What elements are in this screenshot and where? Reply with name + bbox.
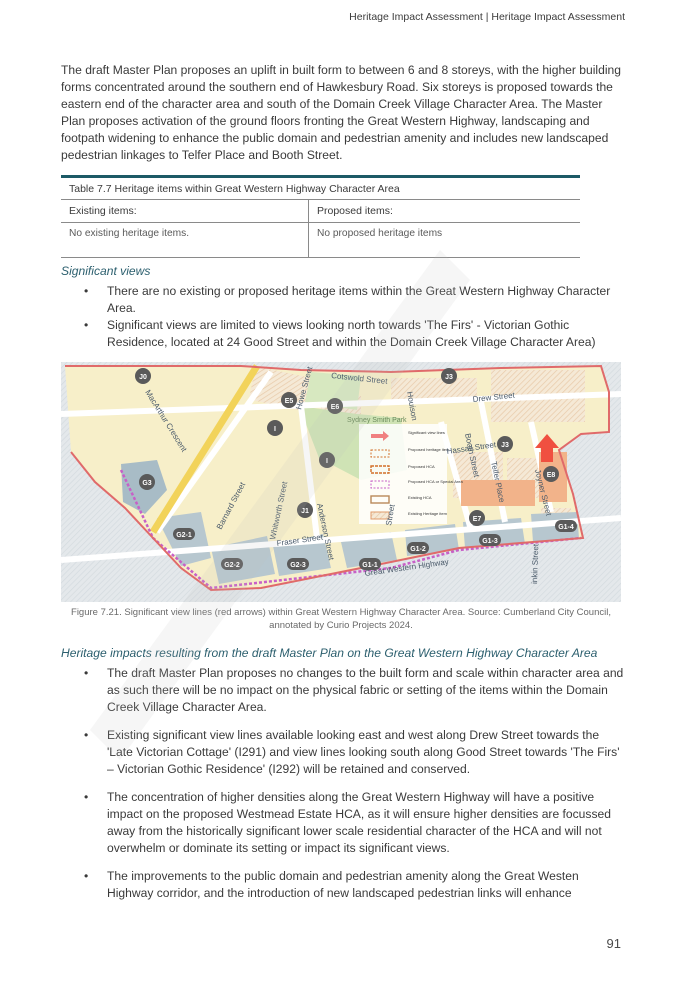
list-item: Significant views are limited to views l…: [84, 317, 614, 351]
site-marker: I: [319, 452, 335, 468]
site-marker: G1-1: [359, 558, 381, 570]
legend-item: Existing HCA: [408, 495, 432, 500]
table-caption: Table 7.7 Heritage items within Great We…: [69, 183, 400, 195]
section-heading-heritage-impacts: Heritage impacts resulting from the draf…: [61, 646, 598, 660]
svg-text:E6: E6: [331, 404, 340, 411]
list-item: Existing significant view lines availabl…: [84, 727, 624, 778]
svg-text:J0: J0: [139, 374, 147, 381]
svg-text:G2-3: G2-3: [290, 562, 306, 569]
list-item: There are no existing or proposed herita…: [84, 283, 614, 317]
table-caption-row: Table 7.7 Heritage items within Great We…: [61, 178, 580, 200]
svg-text:I: I: [326, 458, 328, 465]
svg-text:J3: J3: [445, 374, 453, 381]
character-area-map: Significant view lines Proposed heritage…: [61, 362, 621, 602]
site-marker: G2-1: [173, 528, 195, 540]
intro-paragraph: The draft Master Plan proposes an uplift…: [61, 63, 621, 162]
view-line-arrow: [535, 434, 559, 462]
table-cell-proposed: No proposed heritage items: [317, 228, 443, 239]
list-item: The draft Master Plan proposes no change…: [84, 665, 624, 716]
street-label: inkin Street: [530, 543, 540, 584]
svg-text:G1-1: G1-1: [362, 562, 378, 569]
site-marker: J0: [135, 368, 151, 384]
site-marker: E6: [327, 398, 343, 414]
site-marker: J3: [441, 368, 457, 384]
svg-text:G2-2: G2-2: [224, 562, 240, 569]
site-marker: G2-3: [287, 558, 309, 570]
svg-text:J1: J1: [301, 508, 309, 515]
site-marker: I: [267, 420, 283, 436]
heritage-items-table: Table 7.7 Heritage items within Great We…: [61, 175, 580, 258]
street-label: Street: [384, 503, 397, 526]
legend-item: Significant view lines: [408, 430, 445, 435]
site-marker: G2-2: [221, 558, 243, 570]
svg-text:J3: J3: [501, 442, 509, 449]
site-marker: E7: [469, 510, 485, 526]
site-marker: G1-3: [479, 534, 501, 546]
significant-views-list: There are no existing or proposed herita…: [84, 283, 614, 351]
legend-item: Proposed HCA or Special Area: [408, 479, 463, 484]
site-marker: J3: [497, 436, 513, 452]
table-cell-existing: No existing heritage items.: [61, 223, 309, 257]
svg-text:G1-4: G1-4: [558, 524, 574, 531]
svg-text:I: I: [274, 426, 276, 433]
svg-text:G3: G3: [142, 480, 151, 487]
site-marker: E5: [281, 392, 297, 408]
svg-text:G1-2: G1-2: [410, 546, 426, 553]
figure-caption: Figure 7.21. Significant view lines (red…: [71, 607, 611, 631]
page-number: 91: [606, 936, 621, 951]
site-marker: E8: [543, 466, 559, 482]
svg-text:E5: E5: [285, 398, 294, 405]
site-marker: G1-4: [555, 520, 577, 532]
svg-text:G1-3: G1-3: [482, 538, 498, 545]
table-header-proposed: Proposed items:: [317, 205, 393, 217]
table-header-row: Existing items: Proposed items:: [61, 200, 580, 223]
svg-text:E7: E7: [473, 516, 482, 523]
street-label: Drew Street: [472, 391, 516, 404]
table-header-existing: Existing items:: [61, 200, 309, 222]
legend-item: Existing Heritage item: [408, 511, 448, 516]
heritage-impacts-list: The draft Master Plan proposes no change…: [84, 665, 624, 902]
svg-text:G2-1: G2-1: [176, 532, 192, 539]
map-legend: Significant view lines Proposed heritage…: [359, 424, 463, 524]
running-header: Heritage Impact Assessment | Heritage Im…: [349, 11, 625, 23]
legend-item: Proposed heritage item: [408, 447, 450, 452]
site-marker: G1-2: [407, 542, 429, 554]
section-heading-significant-views: Significant views: [61, 264, 151, 278]
table-row: No existing heritage items. No proposed …: [61, 223, 580, 258]
park-label: Sydney Smith Park: [347, 417, 407, 424]
list-item: The concentration of higher densities al…: [84, 789, 624, 857]
site-marker: G3: [139, 474, 155, 490]
svg-text:E8: E8: [547, 472, 556, 479]
site-marker: J1: [297, 502, 313, 518]
legend-item: Proposed HCA: [408, 464, 435, 469]
list-item: The improvements to the public domain an…: [84, 868, 624, 902]
